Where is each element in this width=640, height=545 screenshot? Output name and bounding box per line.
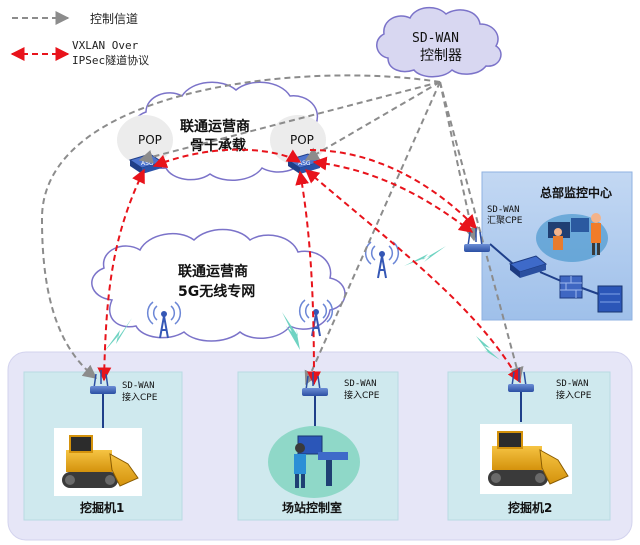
control-room-image: [268, 426, 360, 498]
site-3-cpe-label-1: SD-WAN: [556, 379, 589, 389]
site-1-cpe-label-1: SD-WAN: [122, 381, 155, 391]
monitoring-staff-icon: [536, 213, 608, 262]
backbone-cloud: POP POP 联通运营商 骨干承载 ASG ASG: [117, 81, 326, 181]
asg-left-label: ASG: [141, 160, 154, 167]
cpe-router-icon: [508, 368, 534, 422]
tunnel-lines: [97, 148, 521, 386]
site-1-cpe-label-2: 接入CPE: [122, 391, 158, 403]
cpe-router-icon: [90, 370, 116, 428]
5g-label-1: 联通运营商: [178, 263, 248, 280]
backbone-label-1: 联通运营商: [180, 118, 250, 135]
hq-cpe-label-2: 汇聚CPE: [487, 215, 523, 226]
5g-network-cloud: 联通运营商 5G无线专网: [91, 228, 346, 342]
site-2-cpe-label-2: 接入CPE: [344, 389, 380, 401]
base-station-tower-icon: [364, 241, 400, 279]
site-3-name: 挖掘机2: [508, 500, 552, 515]
site-3-cpe-label-2: 接入CPE: [556, 389, 592, 401]
asg-right-label: ASG: [298, 160, 311, 167]
5g-label-2: 5G无线专网: [178, 283, 255, 300]
excavator-2-image: [480, 424, 572, 494]
base-station-tower-icon: [146, 301, 182, 339]
hq-title: 总部监控中心: [540, 185, 612, 200]
controller-label-1: SD-WAN: [412, 31, 459, 46]
cpe-router-icon: [302, 372, 328, 432]
site-1-name: 挖掘机1: [80, 500, 124, 515]
site-2-cpe-label-1: SD-WAN: [344, 379, 377, 389]
controller-label-2: 控制器: [420, 48, 462, 64]
legend: 控制信道 VXLAN Over IPSec隧道协议: [10, 11, 149, 67]
legend-tunnel-label-2: IPSec隧道协议: [72, 53, 149, 67]
legend-control-label: 控制信道: [90, 12, 138, 26]
hq-cpe-label-1: SD-WAN: [487, 205, 520, 215]
legend-tunnel-label-1: VXLAN Over: [72, 39, 139, 52]
pop-left-label: POP: [138, 133, 162, 147]
excavator-1-image: [54, 428, 142, 496]
site-2-name: 场站控制室: [282, 500, 342, 515]
controller-cloud: SD-WAN 控制器: [376, 6, 502, 78]
server-icon: [597, 285, 623, 313]
hq-cpe-router-icon: [464, 228, 490, 252]
pop-right-label: POP: [290, 133, 314, 147]
wireless-flash-icon: [404, 246, 446, 266]
